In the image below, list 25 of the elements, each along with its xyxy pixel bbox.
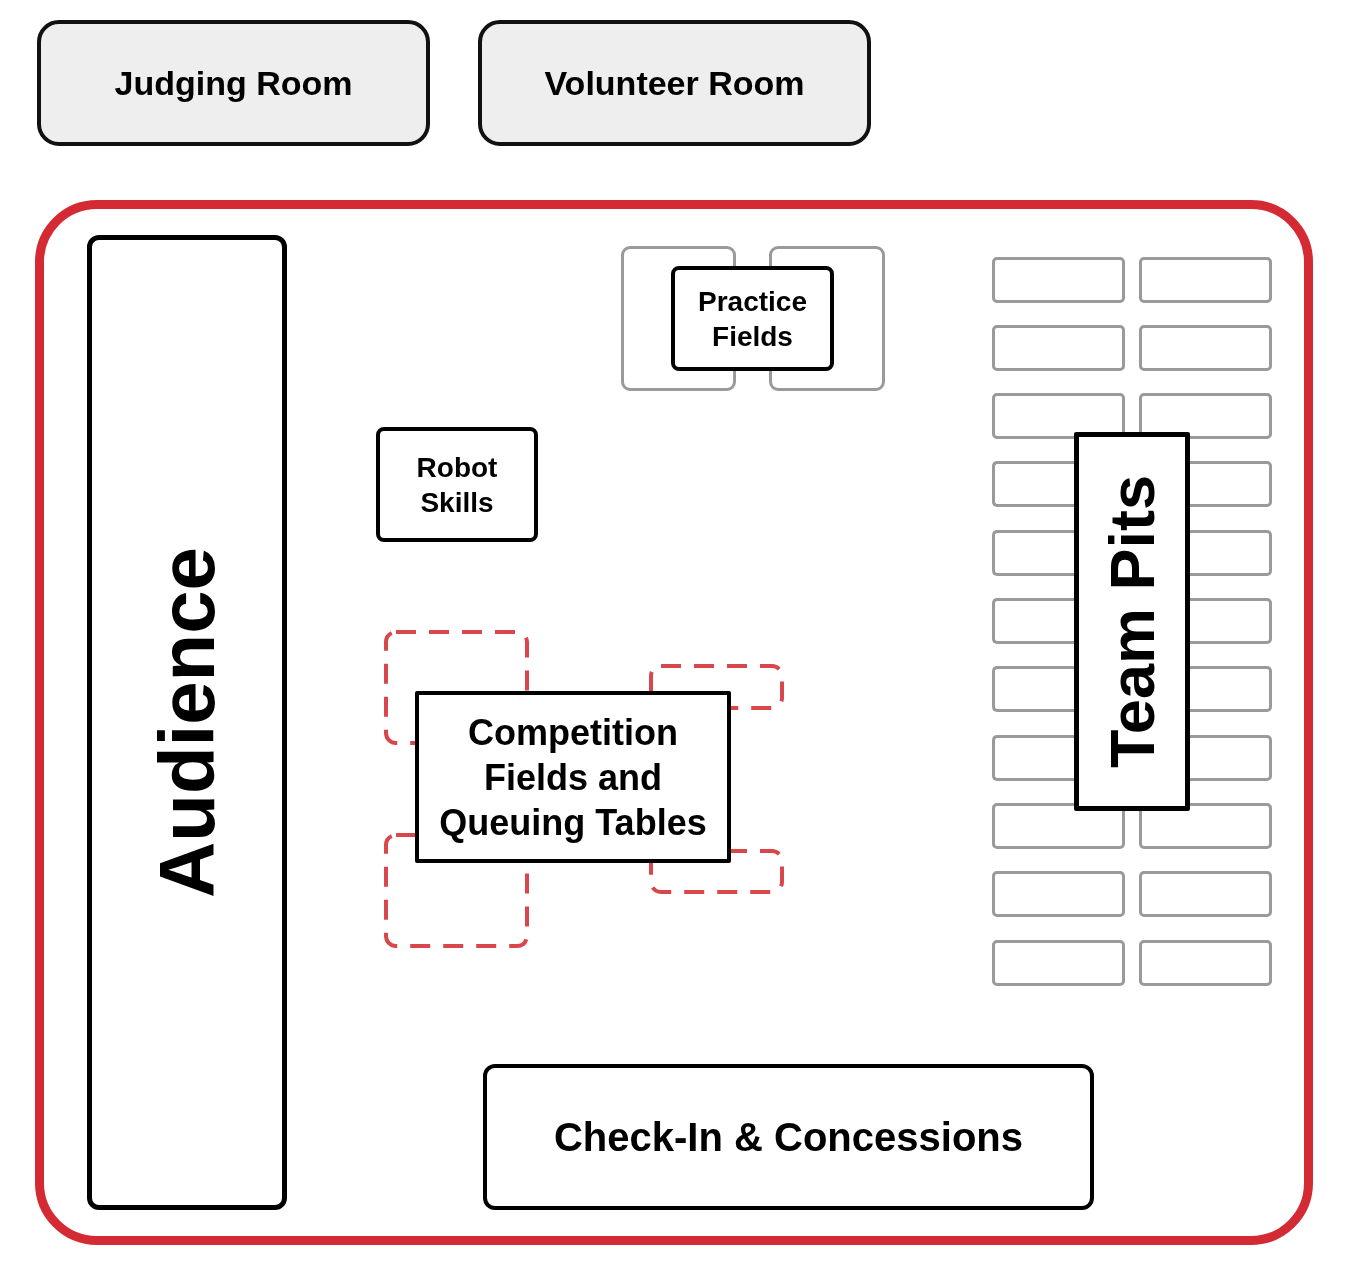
area-box <box>671 266 834 371</box>
area-label: Robot Skills <box>415 450 499 520</box>
pit-stall <box>1139 257 1272 303</box>
pit-stall <box>992 940 1125 986</box>
area-label: Check-In & Concessions <box>554 1114 1023 1161</box>
pit-stall <box>1139 325 1272 371</box>
area-label: Audience <box>148 546 226 899</box>
room-label: Judging Room <box>114 62 353 104</box>
room-box <box>478 20 871 146</box>
seating-area <box>87 235 287 1210</box>
area-box <box>415 691 731 863</box>
area-label: Competition Fields and Queuing Tables <box>438 710 708 845</box>
pit-stall <box>992 325 1125 371</box>
room-label: Volunteer Room <box>544 62 805 104</box>
pit-stall <box>992 257 1125 303</box>
pit-area-box <box>1074 432 1190 811</box>
pit-stall <box>1139 940 1272 986</box>
room-box <box>37 20 430 146</box>
venue-outline <box>35 200 1313 1245</box>
pit-stall <box>992 871 1125 917</box>
area-box <box>376 427 538 542</box>
area-label: Team Pits <box>1100 475 1164 768</box>
area-label: Practice Fields <box>698 284 807 354</box>
area-box <box>483 1064 1094 1210</box>
pit-stall <box>1139 871 1272 917</box>
